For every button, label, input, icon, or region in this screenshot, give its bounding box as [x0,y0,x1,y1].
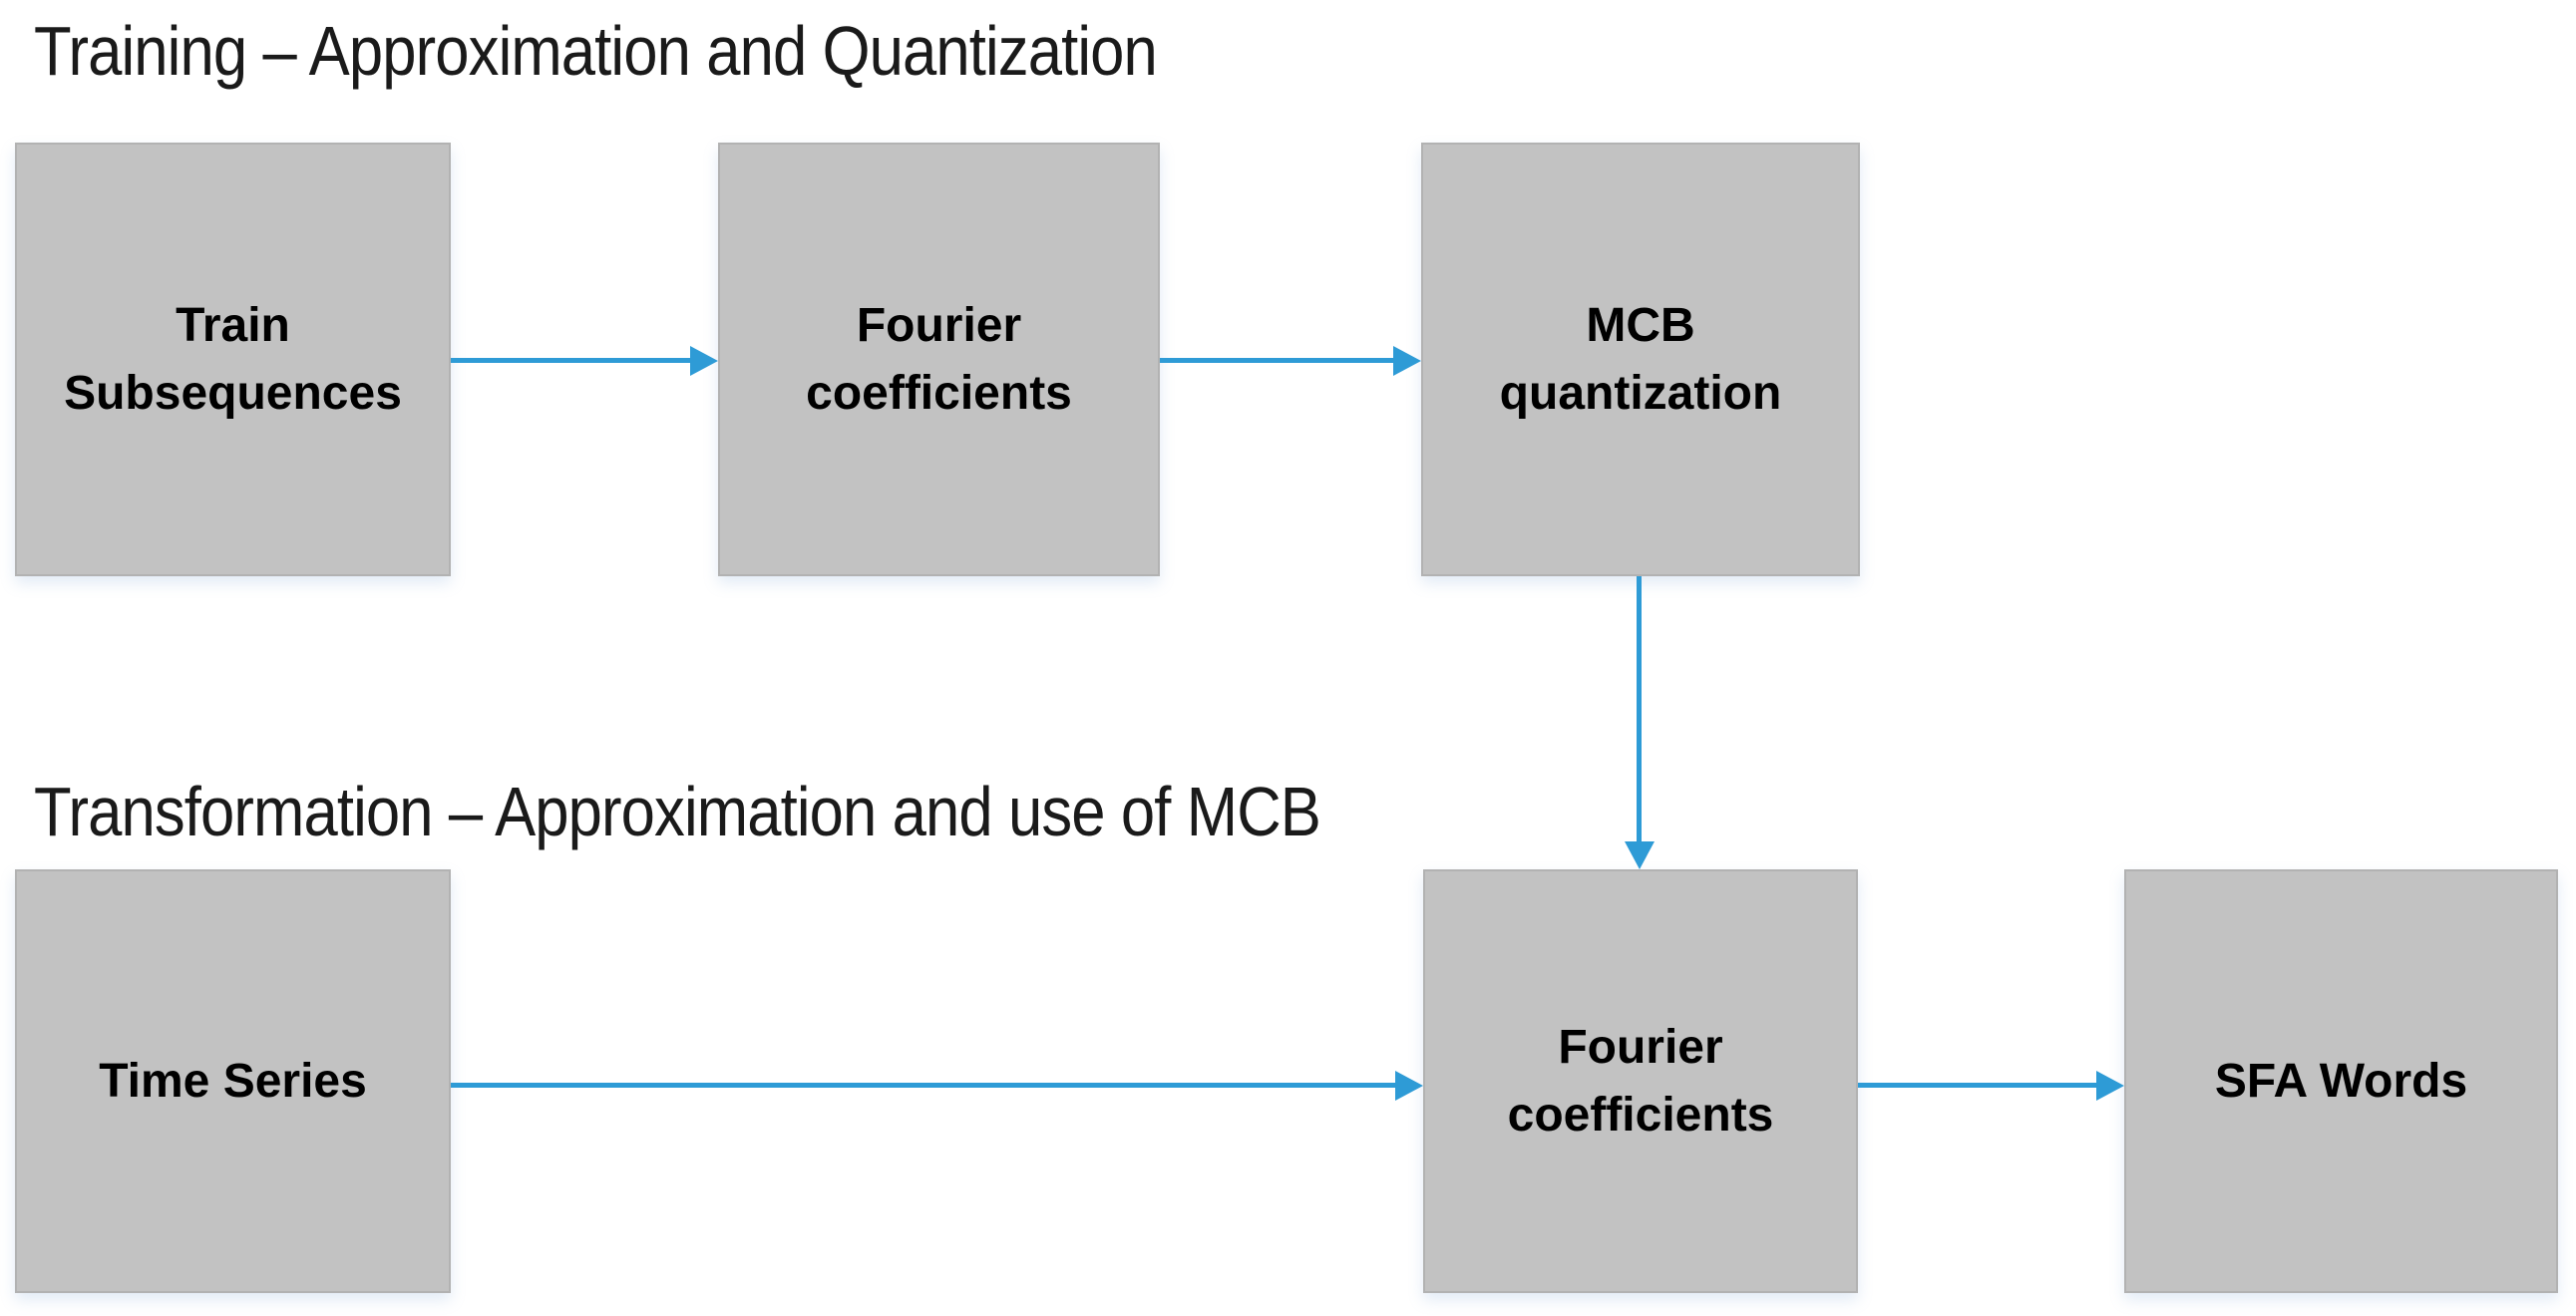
section-title-transformation: Transformation – Approximation and use o… [34,773,1321,850]
node-time-series-label: Time Series [99,1054,367,1108]
node-fourier-coefficients-training-label: Fourier coefficients [806,299,1072,420]
node-mcb-quantization: MCB quantization [1421,143,1860,576]
arrow-fourier-to-sfa-words-icon [1858,1070,2124,1101]
node-train-subsequences: Train Subsequences [15,143,451,576]
node-sfa-words-label: SFA Words [2214,1054,2468,1108]
node-time-series: Time Series [15,869,451,1293]
node-sfa-words: SFA Words [2124,869,2558,1293]
node-fourier-coefficients-transform: Fourier coefficients [1423,869,1858,1293]
node-mcb-quantization-label: MCB quantization [1499,299,1782,420]
arrow-fourier-to-mcb-quantization-icon [1160,345,1421,376]
arrow-train-subsequences-to-fourier-icon [451,345,718,376]
node-train-subsequences-label: Train Subsequences [64,299,402,420]
section-title-training: Training – Approximation and Quantizatio… [34,12,1158,90]
node-fourier-coefficients-transform-label: Fourier coefficients [1507,1021,1774,1142]
arrow-mcb-quantization-to-fourier-icon [1624,576,1655,869]
node-fourier-coefficients-training: Fourier coefficients [718,143,1160,576]
arrow-time-series-to-fourier-icon [451,1070,1423,1101]
